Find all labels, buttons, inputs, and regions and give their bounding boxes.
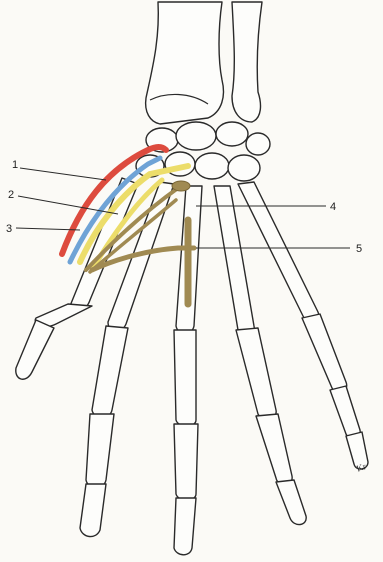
label-3: 3 — [6, 223, 12, 235]
label-5: 5 — [356, 243, 362, 255]
olive-structure-knob — [172, 181, 190, 191]
radius-bone — [146, 2, 224, 124]
ulna-bone — [232, 2, 262, 122]
label-4: 4 — [330, 201, 336, 213]
label-1: 1 — [12, 159, 18, 171]
middle-phalanges — [86, 386, 360, 500]
ring-metacarpal — [214, 186, 254, 335]
leader-line-1 — [20, 168, 106, 180]
label-2: 2 — [8, 189, 14, 201]
